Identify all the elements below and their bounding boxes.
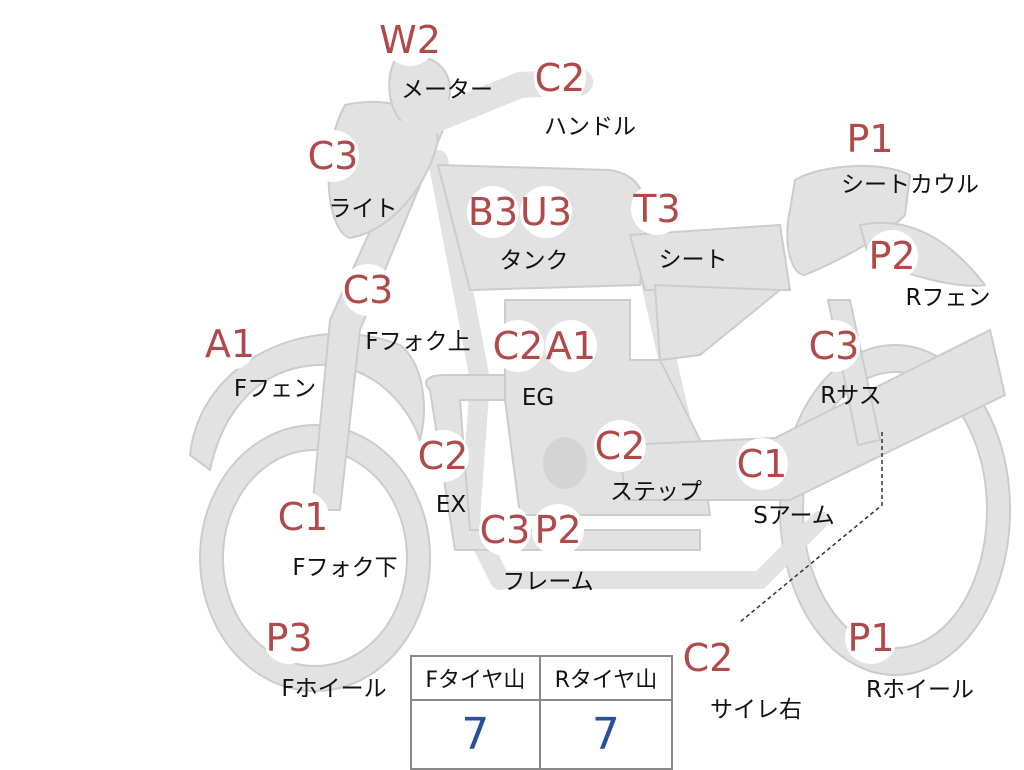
r-fender-grade-code: P2 xyxy=(868,234,915,278)
silencer-right-label: サイレ右 xyxy=(710,697,802,723)
meter-label: メーター xyxy=(401,77,493,103)
rear-tire-tread-label: Rタイヤ山 xyxy=(538,655,674,701)
exhaust-grade-code: C2 xyxy=(418,434,469,478)
swing-arm-grade-badge xyxy=(736,438,788,490)
handle-label: ハンドル xyxy=(544,114,636,140)
f-fork-lower-grade-code: C1 xyxy=(278,495,329,539)
r-suspension-label: Rサス xyxy=(820,383,882,409)
front-fender-shape xyxy=(189,332,425,471)
step-grade-badge xyxy=(594,420,646,472)
handle-grade-badge xyxy=(534,52,586,104)
seat-cowl-grade-code: P1 xyxy=(846,117,893,161)
exhaust-pipe-shape xyxy=(425,374,701,551)
step-label: ステップ xyxy=(610,479,702,505)
step-grade-code: C2 xyxy=(595,424,646,468)
r-wheel-grade-code: P1 xyxy=(847,616,894,660)
engine-grade-code: A1 xyxy=(546,324,596,368)
f-wheel-grade-badge xyxy=(263,612,315,664)
tire-tread-table: Fタイヤ山 Rタイヤ山 7 7 xyxy=(410,655,674,770)
light-grade-badge xyxy=(307,130,359,182)
front-tire-tread-value: 7 xyxy=(410,699,541,770)
frame-grade-badge xyxy=(479,504,531,556)
r-wheel-grade-badge xyxy=(845,612,897,664)
tank-grade-code: B3 xyxy=(468,190,518,234)
r-fender-grade-badge xyxy=(866,230,918,282)
meter-grade-badge xyxy=(384,14,436,66)
frame-label: フレーム xyxy=(502,569,593,595)
f-fork-upper-grade-badge xyxy=(342,264,394,316)
engine-cover xyxy=(543,437,587,489)
frame-grade-code: P2 xyxy=(534,508,581,552)
engine-grade-code: C2 xyxy=(493,324,544,368)
f-fork-lower-grade-badge xyxy=(277,491,329,543)
meter-grade-code: W2 xyxy=(379,18,441,62)
f-wheel-grade-code: P3 xyxy=(265,616,312,660)
engine-label: EG xyxy=(522,385,554,411)
r-suspension-grade-code: C3 xyxy=(809,324,860,368)
tank-grade-badge xyxy=(467,186,519,238)
frame-grade-code: C3 xyxy=(480,508,531,552)
f-fork-upper-grade-code: C3 xyxy=(343,268,394,312)
f-fork-upper-label: Fフォク上 xyxy=(365,329,470,355)
swing-arm-grade-code: C1 xyxy=(737,442,788,486)
seat-label: シート xyxy=(659,247,728,273)
silencer-leader-line xyxy=(739,432,883,623)
light-label: ライト xyxy=(329,196,398,222)
seat-cowl-label: シートカウル xyxy=(841,172,979,198)
f-fork-lower-label: Fフォク下 xyxy=(292,555,397,581)
front-tire-tread-label: Fタイヤ山 xyxy=(410,655,541,701)
engine-grade-badge xyxy=(545,320,597,372)
silencer-right-grade-code: C2 xyxy=(683,636,734,680)
handle-grade-code: C2 xyxy=(535,56,586,100)
tank-grade-badge xyxy=(520,186,572,238)
f-fender-grade-badge xyxy=(204,318,256,370)
tank-grade-code: U3 xyxy=(520,190,572,234)
f-fender-label: Fフェン xyxy=(234,376,316,402)
seat-support-shape xyxy=(654,284,781,361)
exhaust-grade-badge xyxy=(417,430,469,482)
tank-label: タンク xyxy=(500,248,569,274)
f-fender-grade-code: A1 xyxy=(205,322,255,366)
swing-arm-label: Sアーム xyxy=(753,503,835,529)
rear-tire-tread-value: 7 xyxy=(538,699,674,770)
exhaust-label: EX xyxy=(436,492,467,518)
seat-cowl-grade-badge xyxy=(844,113,896,165)
seat-grade-badge xyxy=(631,183,683,235)
frame-grade-badge xyxy=(532,504,584,556)
front-wheel-shape xyxy=(199,424,432,692)
r-wheel-label: Rホイール xyxy=(866,677,974,703)
frame-tube-lower xyxy=(491,511,829,589)
light-grade-code: C3 xyxy=(308,134,359,178)
r-suspension-grade-badge xyxy=(808,320,860,372)
f-wheel-label: Fホイール xyxy=(281,676,386,702)
engine-grade-badge xyxy=(492,320,544,372)
seat-shape xyxy=(629,224,791,291)
seat-grade-code: T3 xyxy=(632,187,680,231)
swing-arm-shape xyxy=(619,329,1006,501)
r-fender-label: Rフェン xyxy=(906,285,991,311)
silencer-right-grade-badge xyxy=(682,632,734,684)
